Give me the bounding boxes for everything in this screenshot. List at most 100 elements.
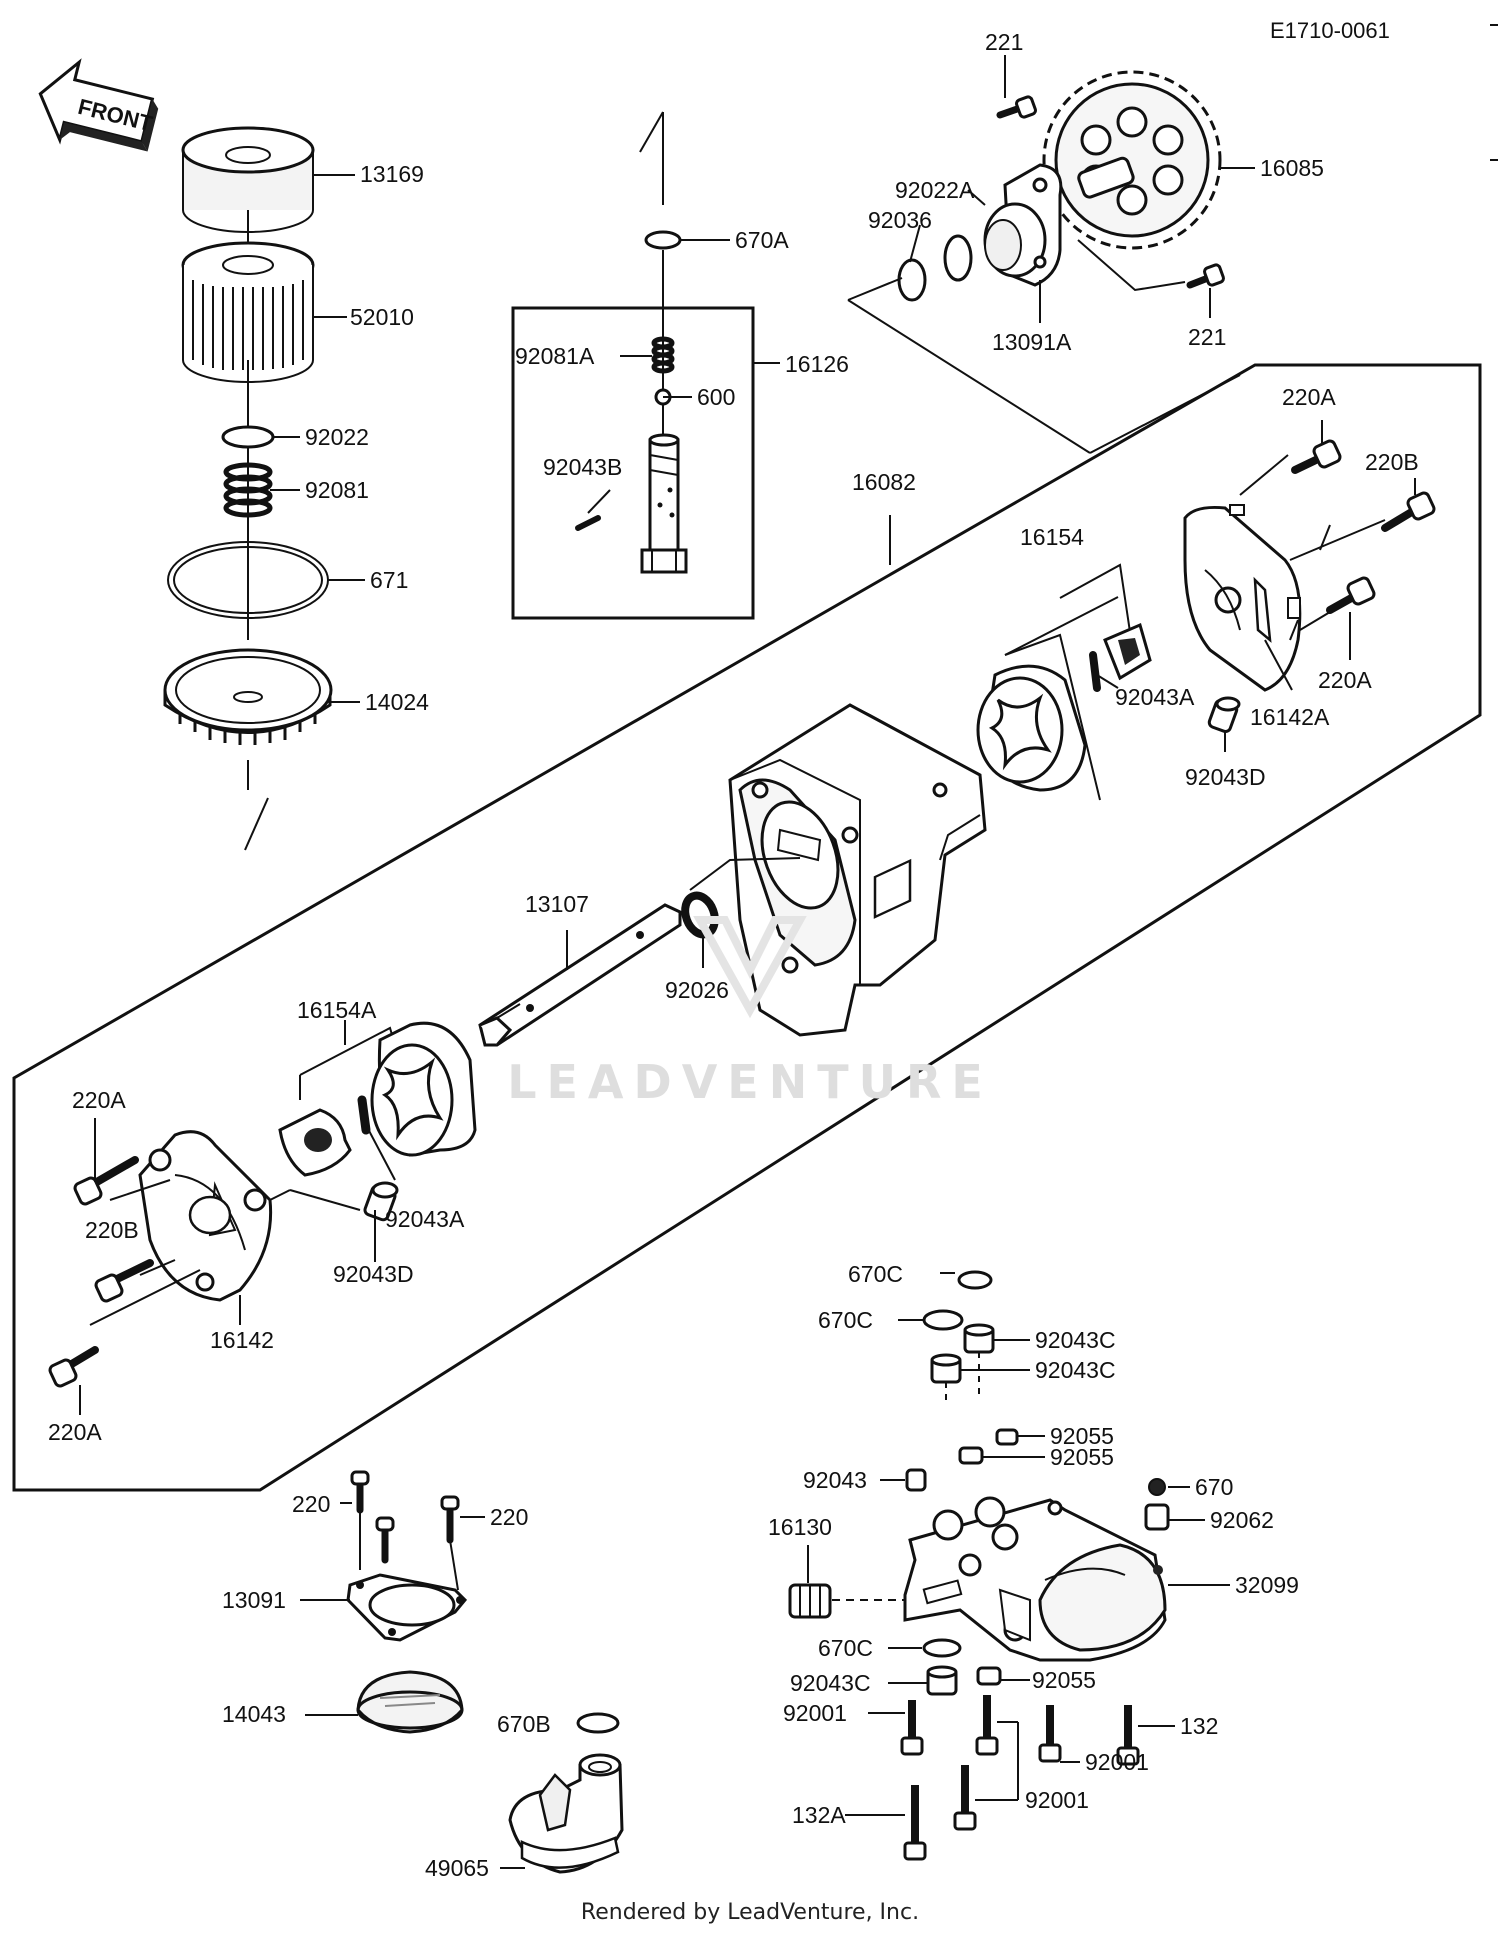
label-92043D-left: 92043D: [333, 1261, 414, 1287]
label-671: 671: [370, 567, 408, 593]
label-670C-top: 670C: [848, 1261, 903, 1287]
label-92043: 92043: [803, 1467, 867, 1493]
pin-92043b-part: [575, 515, 601, 531]
dowel-92043-part: [905, 1468, 927, 1492]
label-13107: 13107: [525, 891, 589, 917]
label-14024: 14024: [365, 689, 429, 715]
label-92043C-bottom: 92043C: [790, 1670, 871, 1696]
filter-cap-part: [181, 126, 315, 233]
bolt-92001-d-part: [953, 1765, 977, 1831]
pump-shaft-part: [478, 903, 682, 1047]
label-92022A: 92022A: [895, 177, 975, 203]
label-92001-bottom: 92001: [1025, 1787, 1089, 1813]
front-arrow-icon: FRONT: [38, 58, 159, 152]
label-220B-right: 220B: [1365, 449, 1419, 475]
label-670A: 670A: [735, 227, 789, 253]
label-92043D-right: 92043D: [1185, 764, 1266, 790]
relief-spring-part: [651, 336, 675, 374]
screw-221-top-part: [996, 95, 1037, 119]
label-92022: 92022: [305, 424, 369, 450]
cap-92055-mid-part: [958, 1446, 984, 1465]
pin-92043a-left-part: [357, 1095, 371, 1135]
screw-220a-bottom-left-part: [48, 1346, 99, 1388]
dowel-92043d-right-part: [1207, 696, 1241, 734]
pump-body-part: [728, 703, 987, 1037]
bolt-92001-a-part: [900, 1700, 924, 1756]
screw-220a-top-right-part: [1291, 439, 1342, 474]
inner-rotor-left-part: [278, 1108, 352, 1177]
label-220-right: 220: [490, 1504, 528, 1530]
dowel-92043c-mid-part: [930, 1353, 962, 1384]
label-220-left: 220: [292, 1491, 330, 1517]
label-220A-right: 220A: [1318, 667, 1372, 693]
label-92043A-right: 92043A: [1115, 684, 1195, 710]
circlip-92036-part: [897, 258, 927, 302]
strainer-screen-part: [356, 1670, 464, 1734]
label-600: 600: [697, 384, 735, 410]
bolt-132a-part: [903, 1785, 927, 1861]
label-16154: 16154: [1020, 524, 1084, 550]
label-13091A: 13091A: [992, 329, 1072, 355]
label-92043B: 92043B: [543, 454, 622, 480]
spring-part: [223, 462, 273, 518]
label-221-bottom: 221: [1188, 324, 1226, 350]
label-221-top: 221: [985, 29, 1023, 55]
strainer-bracket-part: [346, 1573, 468, 1642]
washer-part: [221, 425, 275, 449]
label-220A-bottom-left: 220A: [48, 1419, 102, 1445]
label-92043C-mid: 92043C: [1035, 1357, 1116, 1383]
label-220A-top-right: 220A: [1282, 384, 1336, 410]
oil-pickup-part: [508, 1753, 624, 1874]
label-670: 670: [1195, 1474, 1233, 1500]
label-16085: 16085: [1260, 155, 1324, 181]
label-92062: 92062: [1210, 1507, 1274, 1533]
label-13169: 13169: [360, 161, 424, 187]
bolt-92001-c-part: [1038, 1705, 1062, 1763]
o-ring-670b-part: [576, 1712, 620, 1734]
relief-valve-kit-box: [511, 306, 755, 620]
footer-credit: Rendered by LeadVenture, Inc.: [580, 1900, 920, 1925]
label-92043A-left: 92043A: [385, 1206, 465, 1232]
screw-220b-right-part: [1381, 491, 1436, 532]
label-92081: 92081: [305, 477, 369, 503]
pump-housing-part: [903, 1496, 1167, 1662]
o-ring-670c-top-part: [957, 1270, 993, 1290]
label-132: 132: [1180, 1713, 1218, 1739]
label-92001-right: 92001: [1085, 1749, 1149, 1775]
dowel-92062-part: [1144, 1503, 1170, 1531]
washer-92022a-part: [943, 234, 973, 282]
dowel-92043c-bottom-part: [926, 1665, 958, 1696]
o-ring-670a-part: [644, 230, 682, 250]
label-16130: 16130: [768, 1514, 832, 1540]
relief-plug-16130-part: [788, 1583, 832, 1619]
relief-valve-body-part: [640, 433, 688, 574]
label-92081A: 92081A: [515, 343, 595, 369]
plug-670-part: [1148, 1478, 1166, 1496]
label-52010: 52010: [350, 304, 414, 330]
pin-92043a-right-part: [1089, 651, 1101, 692]
dowel-92043c-top-part: [963, 1323, 995, 1354]
label-92055-bottom: 92055: [1032, 1667, 1096, 1693]
o-ring-670c-mid-part: [922, 1309, 964, 1331]
label-13091: 13091: [222, 1587, 286, 1613]
label-670C-bottom: 670C: [818, 1635, 873, 1661]
cap-92055-bottom-part: [976, 1666, 1002, 1686]
screw-220b-left-part: [94, 1259, 154, 1303]
label-92055-top: 92055: [1050, 1423, 1114, 1449]
label-16126: 16126: [785, 351, 849, 377]
label-92001-left: 92001: [783, 1700, 847, 1726]
screw-220a-left-part: [73, 1156, 139, 1206]
outer-rotor-left-part: [370, 1021, 477, 1157]
pump-cover-left-part: [138, 1130, 273, 1302]
dowel-92043d-left-part: [363, 1181, 399, 1222]
inner-rotor-right-part: [1103, 622, 1152, 681]
label-92036: 92036: [868, 207, 932, 233]
cap-92055-top-part: [995, 1428, 1019, 1446]
outer-rotor-right-part: [976, 664, 1087, 792]
screw-220a-right-part: [1326, 576, 1376, 614]
assembly-boundary: [12, 363, 1482, 1492]
label-14043: 14043: [222, 1701, 286, 1727]
gear-bracket-part: [983, 163, 1063, 287]
